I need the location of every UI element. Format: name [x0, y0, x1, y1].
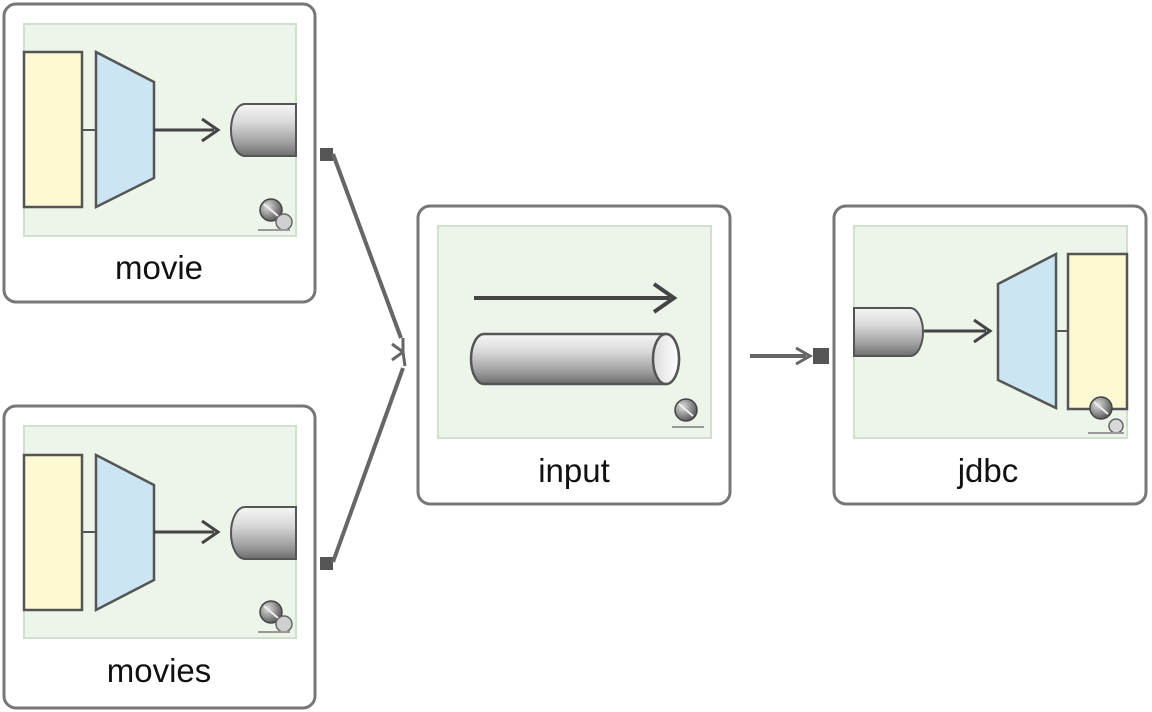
node-label-jdbc: jdbc: [957, 452, 1019, 489]
node-label-movie: movie: [115, 249, 203, 286]
connector-movie-to-input[interactable]: [320, 148, 405, 355]
gear-badge-icon: [258, 600, 293, 633]
adapter-queue-icon: [22, 452, 297, 613]
node-movies[interactable]: movies: [2, 404, 317, 710]
node-label-movies: movies: [107, 652, 212, 689]
connector-input-to-jdbc[interactable]: [750, 346, 829, 366]
input-port[interactable]: [813, 348, 829, 364]
channel-arrow-icon: [474, 282, 678, 314]
node-movie[interactable]: movie: [2, 2, 317, 304]
output-port[interactable]: [320, 557, 333, 570]
gear-badge-icon: [672, 398, 704, 428]
node-label-input: input: [538, 452, 610, 489]
node-jdbc[interactable]: jdbc: [832, 204, 1148, 506]
gear-badge-icon: [1088, 396, 1124, 434]
output-port[interactable]: [320, 148, 333, 161]
connector-movies-to-input[interactable]: [320, 349, 407, 570]
adapter-queue-icon: [853, 251, 1129, 411]
cylinder-icon: [469, 332, 681, 386]
gear-badge-icon: [258, 198, 293, 231]
node-input[interactable]: input: [416, 204, 732, 506]
adapter-queue-icon: [22, 49, 297, 210]
